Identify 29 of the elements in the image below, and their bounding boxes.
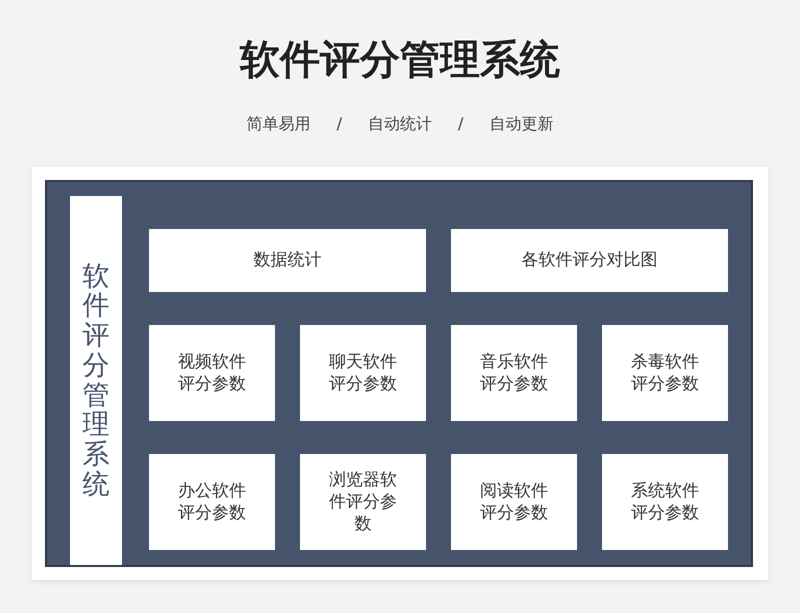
module-label: 系统软件评分参数 <box>630 480 700 524</box>
module-box <box>602 325 728 421</box>
separator: / <box>336 114 342 135</box>
module-box <box>451 454 577 550</box>
module-box <box>300 454 426 550</box>
title: 软件评分管理系统 <box>238 36 561 85</box>
module-box <box>149 454 275 550</box>
module-label: 杀毒软件评分参数 <box>630 350 700 396</box>
tagline: 自动统计 <box>368 114 432 135</box>
module-label: 聊天软件评分参数 <box>328 350 398 396</box>
tagline: 自动更新 <box>489 114 554 135</box>
module-box <box>451 229 728 292</box>
module-box <box>451 325 577 421</box>
module-label: 阅读软件评分参数 <box>479 480 549 524</box>
module-label: 数据统计 <box>254 249 322 272</box>
module-label: 办公软件评分参数 <box>177 480 247 524</box>
module-box <box>602 454 728 550</box>
sidebar-box <box>70 196 122 565</box>
module-label: 音乐软件评分参数 <box>479 350 549 396</box>
panel-background <box>45 180 753 567</box>
tagline: 简单易用 <box>246 114 311 135</box>
module-label: 视频软件评分参数 <box>177 350 247 396</box>
module-box <box>149 229 426 292</box>
module-box <box>300 325 426 421</box>
module-box <box>149 325 275 421</box>
sidebar-title: 软件评分管理系统 <box>82 262 110 500</box>
separator: / <box>458 114 464 135</box>
module-label: 各软件评分对比图 <box>522 249 658 272</box>
module-label: 浏览器软件评分参数 <box>328 468 398 536</box>
